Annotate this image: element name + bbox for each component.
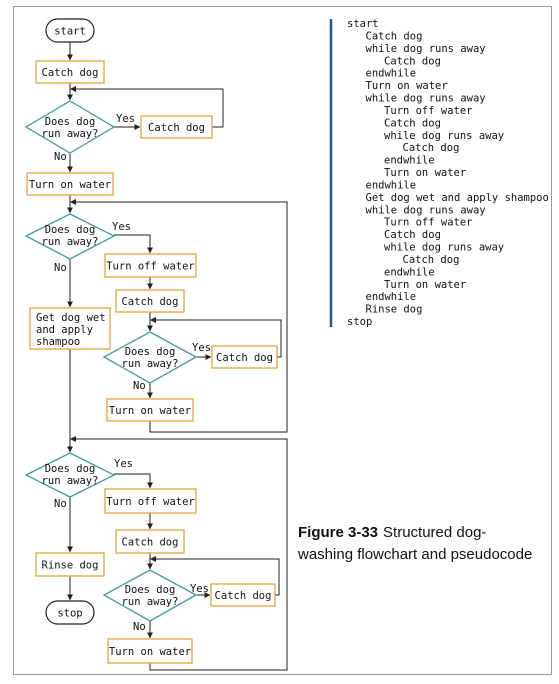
yes-label: Yes (116, 113, 135, 125)
decision-line-2: run away? (122, 596, 179, 608)
decision-line-2: run away? (122, 358, 179, 370)
start-label: start (54, 26, 86, 38)
pseudocode-line: endwhile (366, 291, 417, 303)
decision-line-1: Does dog (45, 116, 96, 128)
pseudocode-line: Catch dog (384, 229, 441, 241)
decision-line-2: run away? (42, 128, 99, 140)
pseudocode-line: Catch dog (384, 55, 441, 67)
process-label: Catch dog (216, 352, 273, 364)
process-label: Turn off water (106, 496, 195, 508)
caption-label: Figure 3-33 (298, 524, 378, 541)
pseudocode-line: start (347, 18, 379, 30)
process-turn-on-water-2: Turn on water (106, 398, 194, 422)
decision-line-1: Does dog (45, 463, 96, 475)
figure-caption: Figure 3-33 Structured dog- washing flowc… (297, 524, 532, 563)
decision-5: Does dog run away? (102, 569, 198, 622)
process-turn-on-water-1: Turn on water (26, 172, 114, 196)
process-label: Turn on water (29, 179, 111, 191)
decision-3: Does dog run away? (102, 331, 198, 384)
process-rinse-dog: Rinse dog (35, 552, 105, 577)
decision-2: Does dog run away? (24, 213, 116, 260)
process-catch-dog-2: Catch dog (140, 115, 213, 139)
process-label: Catch dog (148, 122, 205, 134)
decision-line-1: Does dog (125, 346, 176, 358)
pseudocode-line: Rinse dog (366, 304, 423, 316)
yes-label: Yes (112, 221, 131, 233)
pseudocode-line: while dog runs away (366, 93, 486, 105)
yes-label: Yes (192, 342, 211, 354)
process-label: Catch dog (215, 590, 272, 602)
pseudocode-line: endwhile (366, 179, 417, 191)
pseudocode-line: Turn off water (384, 105, 473, 117)
process-catch-dog-5: Catch dog (115, 529, 185, 554)
process-label: Turn off water (106, 261, 195, 273)
decision-line-2: run away? (42, 236, 99, 248)
pseudocode-line: Turn on water (366, 80, 448, 92)
yes-label: Yes (114, 458, 133, 470)
caption-line-2: washing flowchart and pseudocode (297, 546, 532, 563)
pseudocode-line: endwhile (366, 68, 417, 80)
pseudocode-line: Catch dog (403, 254, 460, 266)
connector-lines (67, 42, 288, 671)
process-label: Catch dog (122, 296, 179, 308)
yes-label: Yes (190, 583, 209, 595)
shampoo-line-1: Get dog wet (36, 312, 106, 324)
no-label: No (54, 262, 67, 274)
pseudocode-line: while dog runs away (384, 130, 504, 142)
decision-1: Does dog run away? (24, 100, 116, 154)
pseudocode-line: while dog runs away (384, 242, 504, 254)
process-turn-off-water-2: Turn off water (104, 488, 197, 514)
stop-label: stop (57, 608, 82, 620)
process-turn-off-water-1: Turn off water (104, 253, 197, 278)
no-label: No (54, 498, 67, 510)
no-label: No (133, 621, 146, 633)
no-label: No (133, 380, 146, 392)
shampoo-line-2: and apply (36, 324, 93, 336)
stop-terminal: stop (45, 600, 95, 625)
process-label: Catch dog (122, 537, 179, 549)
process-catch-dog-3: Catch dog (115, 289, 185, 313)
decision-line-2: run away? (42, 475, 99, 487)
branch-labels: Yes No Yes No Yes No Yes No Yes No (54, 113, 211, 633)
process-turn-on-water-3: Turn on water (107, 638, 193, 664)
process-label: Catch dog (42, 67, 99, 79)
process-catch-dog-4: Catch dog (211, 345, 278, 369)
pseudocode-line: stop (347, 316, 372, 328)
pseudocode-line: Turn off water (384, 217, 473, 229)
decision-line-1: Does dog (125, 584, 176, 596)
pseudocode-line: Turn on water (384, 279, 466, 291)
process-catch-dog-1: Catch dog (35, 60, 105, 84)
figure-frame (13, 6, 552, 675)
pseudocode-line: Catch dog (384, 117, 441, 129)
pseudocode-line: endwhile (384, 266, 435, 278)
shampoo-line-3: shampoo (36, 336, 80, 348)
process-label: Turn on water (109, 646, 191, 658)
pseudocode-line: endwhile (384, 155, 435, 167)
start-terminal: start (45, 18, 95, 43)
pseudocode-line: Turn on water (384, 167, 466, 179)
process-shampoo: Get dog wet and apply shampoo (29, 307, 111, 350)
pseudocode-line: Catch dog (403, 142, 460, 154)
no-label: No (54, 151, 67, 163)
pseudocode-line: while dog runs away (366, 43, 486, 55)
caption-text-1: Structured dog- (383, 524, 486, 541)
process-label: Turn on water (109, 405, 191, 417)
decision-4: Does dog run away? (24, 452, 116, 498)
pseudocode-line: while dog runs away (366, 204, 486, 216)
pseudocode-line: Get dog wet and apply shampoo (366, 192, 549, 204)
pseudocode-line: Catch dog (366, 30, 423, 42)
process-catch-dog-6: Catch dog (210, 583, 276, 607)
process-label: Rinse dog (42, 560, 99, 572)
caption-line-1: Figure 3-33 Structured dog- (298, 524, 486, 541)
decision-line-1: Does dog (45, 224, 96, 236)
